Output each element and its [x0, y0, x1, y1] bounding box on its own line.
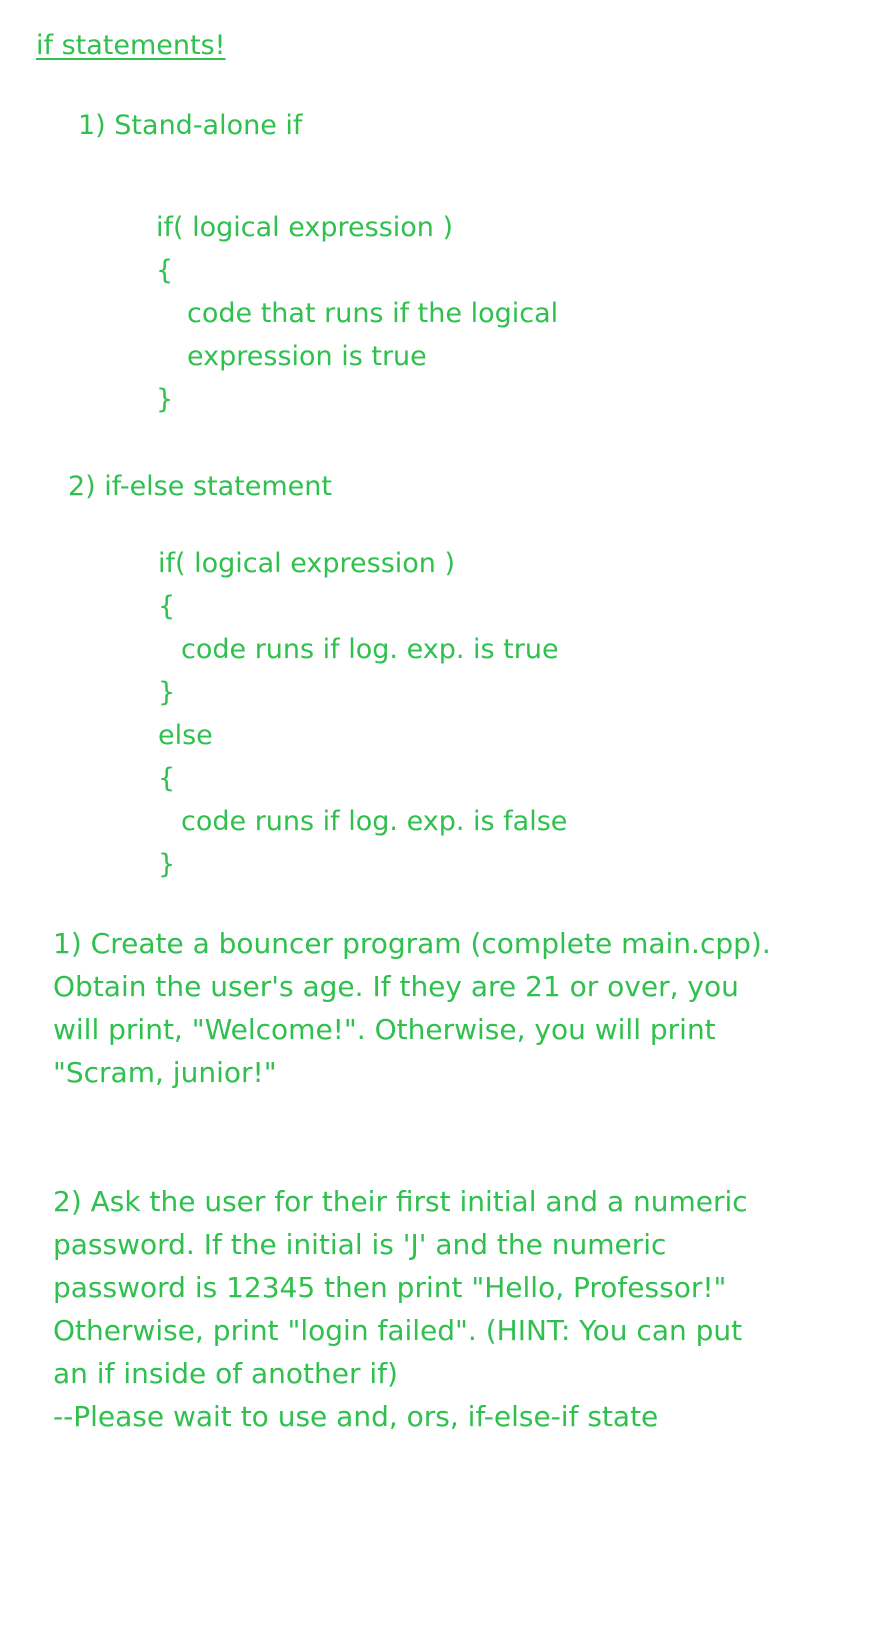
code-line: code runs if log. exp. is true — [181, 634, 559, 665]
section-heading-if-else: 2) if-else statement — [68, 471, 332, 502]
page-title: if statements! — [36, 30, 226, 61]
exercise-2-line: an if inside of another if) — [53, 1357, 398, 1390]
code-line: expression is true — [187, 341, 427, 372]
code-line: code runs if log. exp. is false — [181, 806, 568, 837]
code-line: } — [158, 849, 176, 880]
code-line: { — [158, 591, 176, 622]
section-heading-standalone-if: 1) Stand-alone if — [78, 110, 303, 141]
code-line: if( logical expression ) — [158, 548, 456, 579]
exercise-2-line: 2) Ask the user for their first initial … — [53, 1185, 748, 1218]
exercise-2-line: Otherwise, print "login failed". (HINT: … — [53, 1314, 743, 1347]
code-line: } — [156, 384, 174, 415]
code-line: code that runs if the logical — [187, 298, 559, 329]
code-line: else — [158, 720, 213, 751]
exercise-1-line: "Scram, junior!" — [53, 1056, 277, 1089]
exercise-2-line: password. If the initial is 'J' and the … — [53, 1228, 667, 1261]
code-line: if( logical expression ) — [156, 212, 454, 243]
exercise-2-line: password is 12345 then print "Hello, Pro… — [53, 1271, 727, 1304]
code-line: } — [158, 677, 176, 708]
exercise-1-line: 1) Create a bouncer program (complete ma… — [53, 927, 771, 960]
exercise-1-line: will print, "Welcome!". Otherwise, you w… — [53, 1013, 716, 1046]
exercise-1-line: Obtain the user's age. If they are 21 or… — [53, 970, 739, 1003]
exercise-2-line: --Please wait to use and, ors, if-else-i… — [53, 1400, 659, 1433]
code-line: { — [158, 763, 176, 794]
code-line: { — [156, 255, 174, 286]
